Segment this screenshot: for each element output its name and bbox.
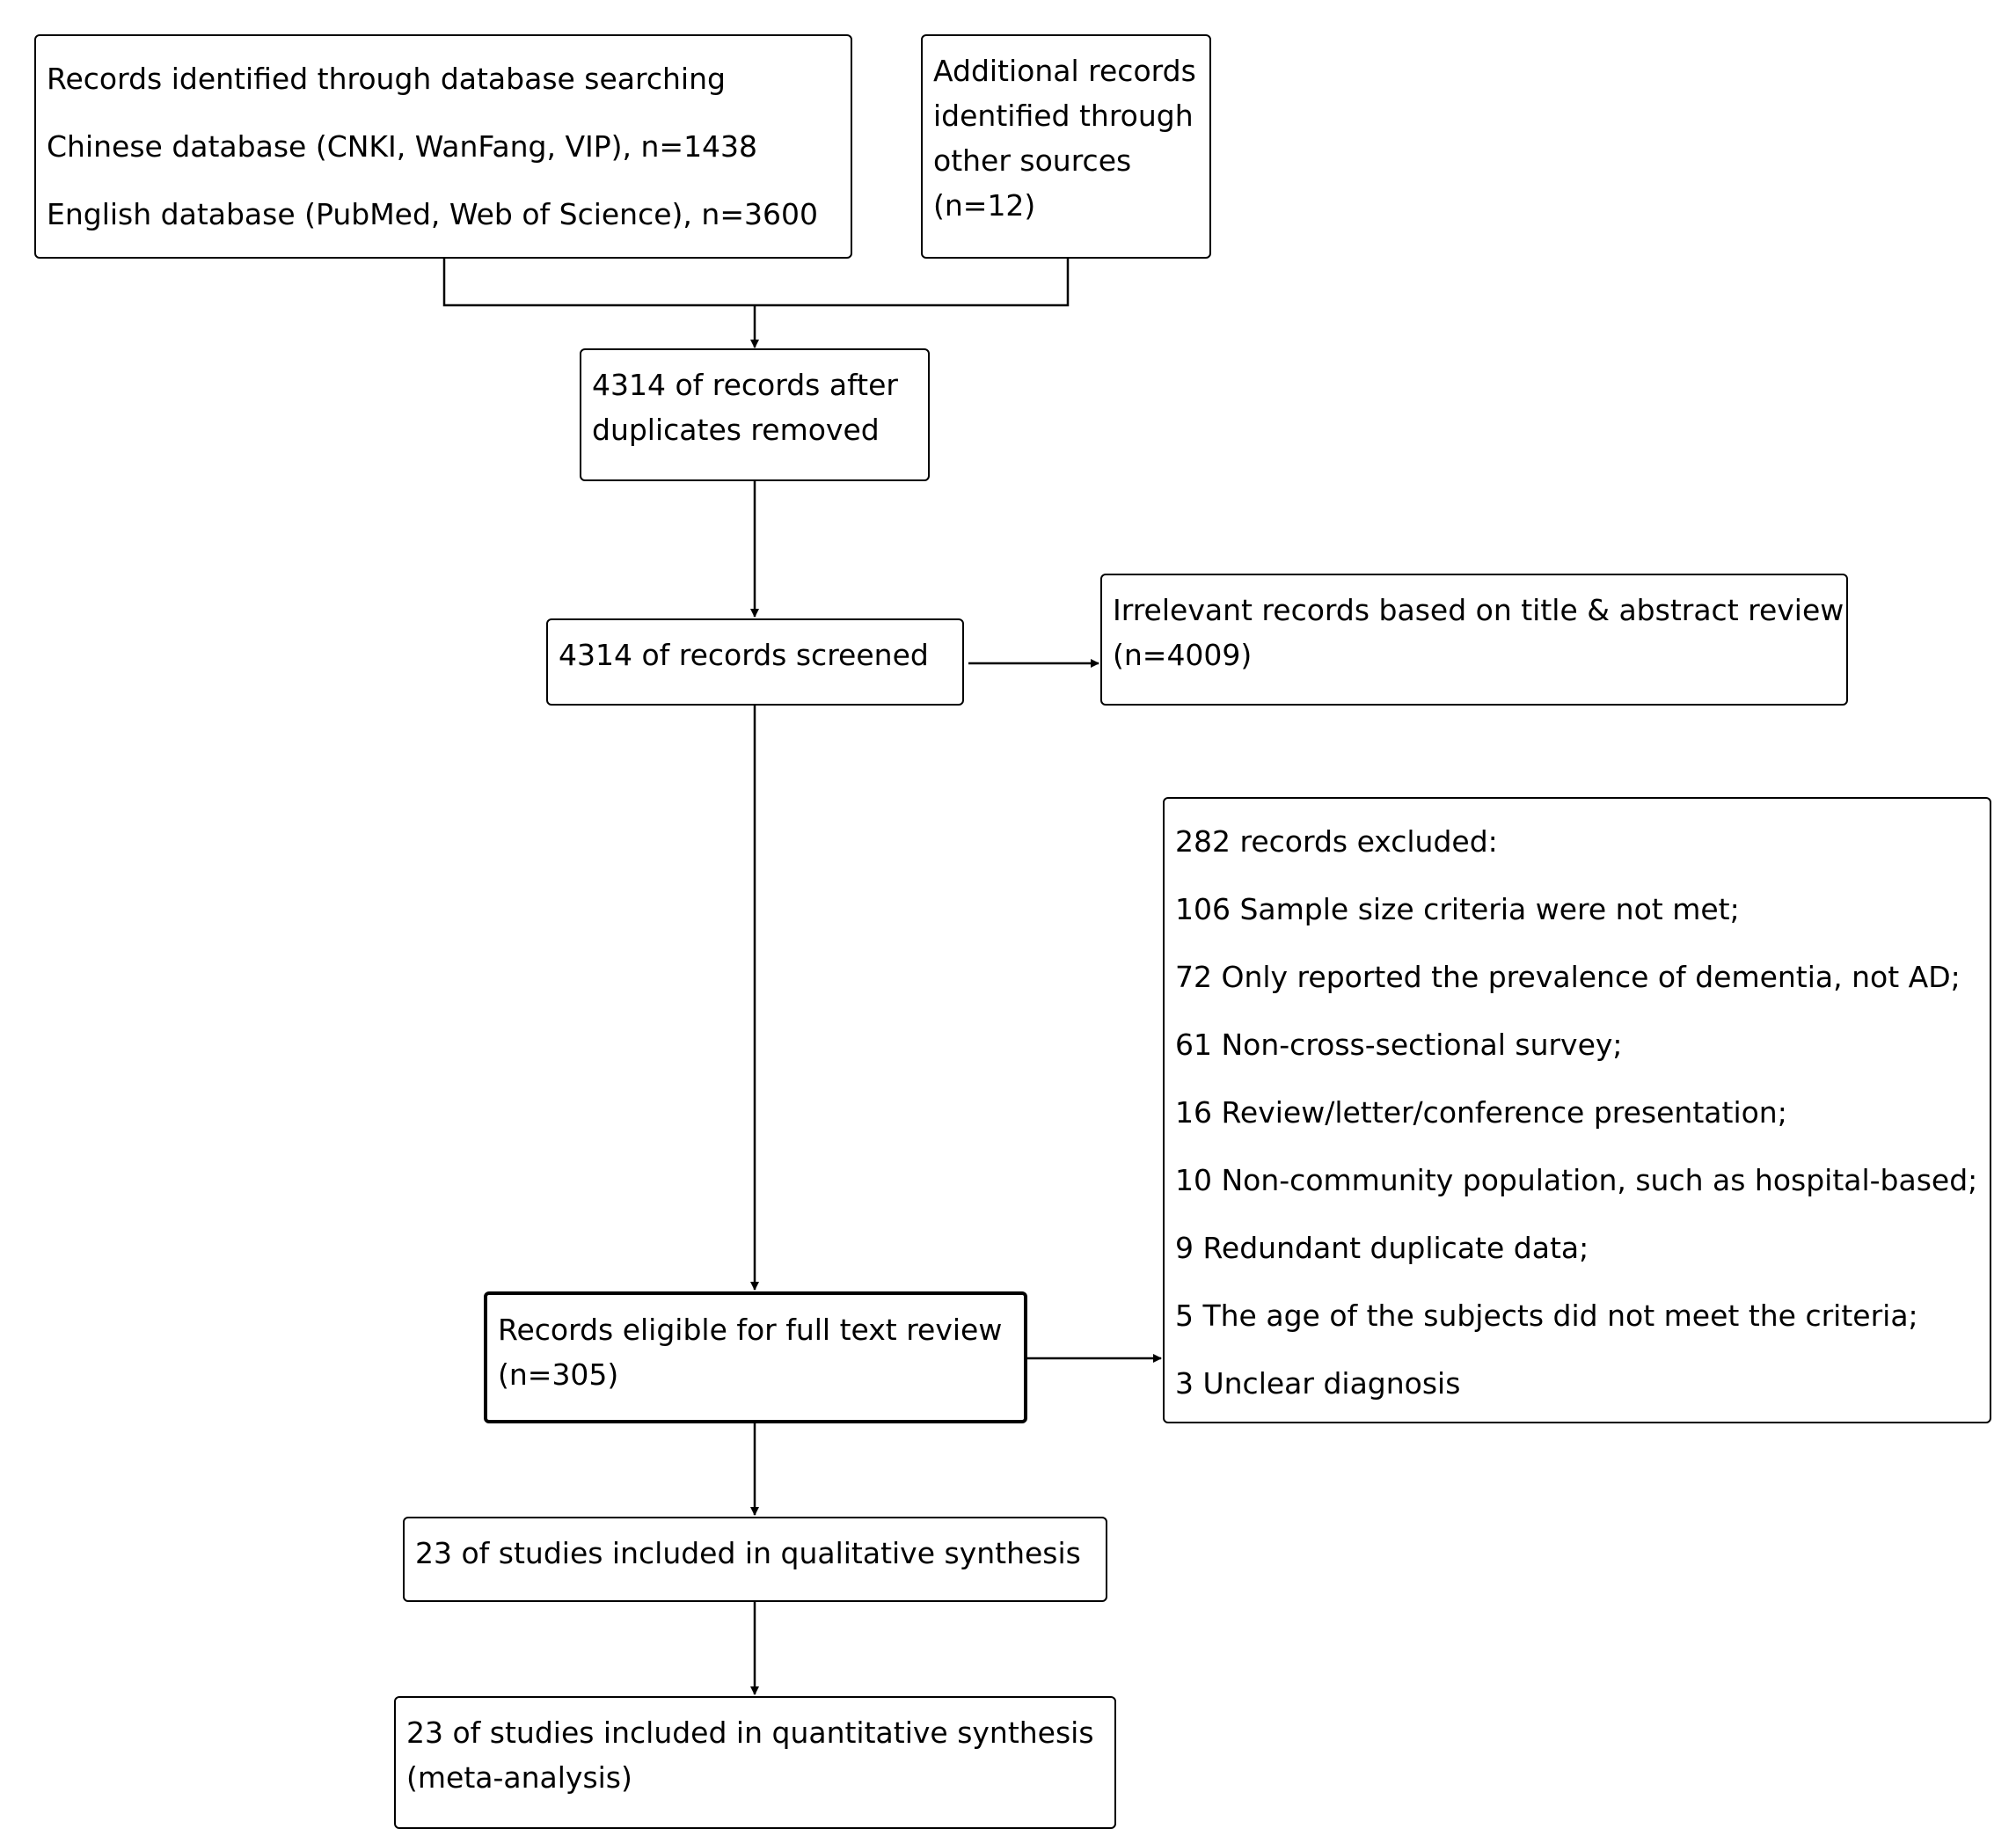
additional-records-line: (n=12)	[933, 188, 1036, 223]
additional-records-box: Additional records identified through ot…	[921, 34, 1211, 259]
excluded-records-line: 16 Review/letter/conference presentation…	[1175, 1095, 1787, 1130]
excluded-records-box: 282 records excluded: 106 Sample size cr…	[1163, 797, 1991, 1423]
additional-records-line: Additional records	[933, 54, 1196, 88]
excluded-records-line: 3 Unclear diagnosis	[1175, 1366, 1461, 1401]
qualitative-synthesis-line: 23 of studies included in qualitative sy…	[415, 1536, 1081, 1570]
excluded-records-line: 72 Only reported the prevalence of demen…	[1175, 960, 1961, 994]
excluded-records-line: 106 Sample size criteria were not met;	[1175, 892, 1740, 926]
eligible-records-line: Records eligible for full text review	[498, 1313, 1003, 1347]
database-search-box: Records identified through database sear…	[34, 34, 852, 259]
eligible-records-line: (n=305)	[498, 1357, 619, 1392]
after-duplicates-box: 4314 of records after duplicates removed	[580, 348, 930, 481]
irrelevant-records-line: (n=4009)	[1113, 638, 1253, 672]
after-duplicates-line: duplicates removed	[592, 413, 880, 447]
quantitative-synthesis-line: (meta-analysis)	[406, 1760, 632, 1795]
quantitative-synthesis-box: 23 of studies included in quantitative s…	[394, 1696, 1116, 1829]
excluded-records-line: 5 The age of the subjects did not meet t…	[1175, 1298, 1918, 1333]
irrelevant-records-box: Irrelevant records based on title & abst…	[1100, 574, 1848, 706]
excluded-records-line: 9 Redundant duplicate data;	[1175, 1231, 1589, 1265]
after-duplicates-line: 4314 of records after	[592, 368, 898, 402]
database-search-line: English database (PubMed, Web of Science…	[47, 197, 818, 231]
excluded-records-line: 61 Non-cross-sectional survey;	[1175, 1028, 1623, 1062]
database-search-line: Records identified through database sear…	[47, 62, 726, 96]
screened-box: 4314 of records screened	[546, 618, 964, 706]
excluded-records-line: 10 Non-community population, such as hos…	[1175, 1163, 1978, 1197]
screened-line: 4314 of records screened	[559, 638, 929, 672]
irrelevant-records-line: Irrelevant records based on title & abst…	[1113, 593, 1844, 627]
additional-records-line: identified through	[933, 99, 1194, 133]
database-search-line: Chinese database (CNKI, WanFang, VIP), n…	[47, 129, 758, 164]
excluded-records-line: 282 records excluded:	[1175, 824, 1498, 859]
qualitative-synthesis-box: 23 of studies included in qualitative sy…	[403, 1517, 1107, 1602]
quantitative-synthesis-line: 23 of studies included in quantitative s…	[406, 1715, 1094, 1750]
eligible-records-box: Records eligible for full text review (n…	[484, 1291, 1027, 1423]
merge-connector	[442, 259, 1070, 307]
additional-records-line: other sources	[933, 143, 1132, 178]
